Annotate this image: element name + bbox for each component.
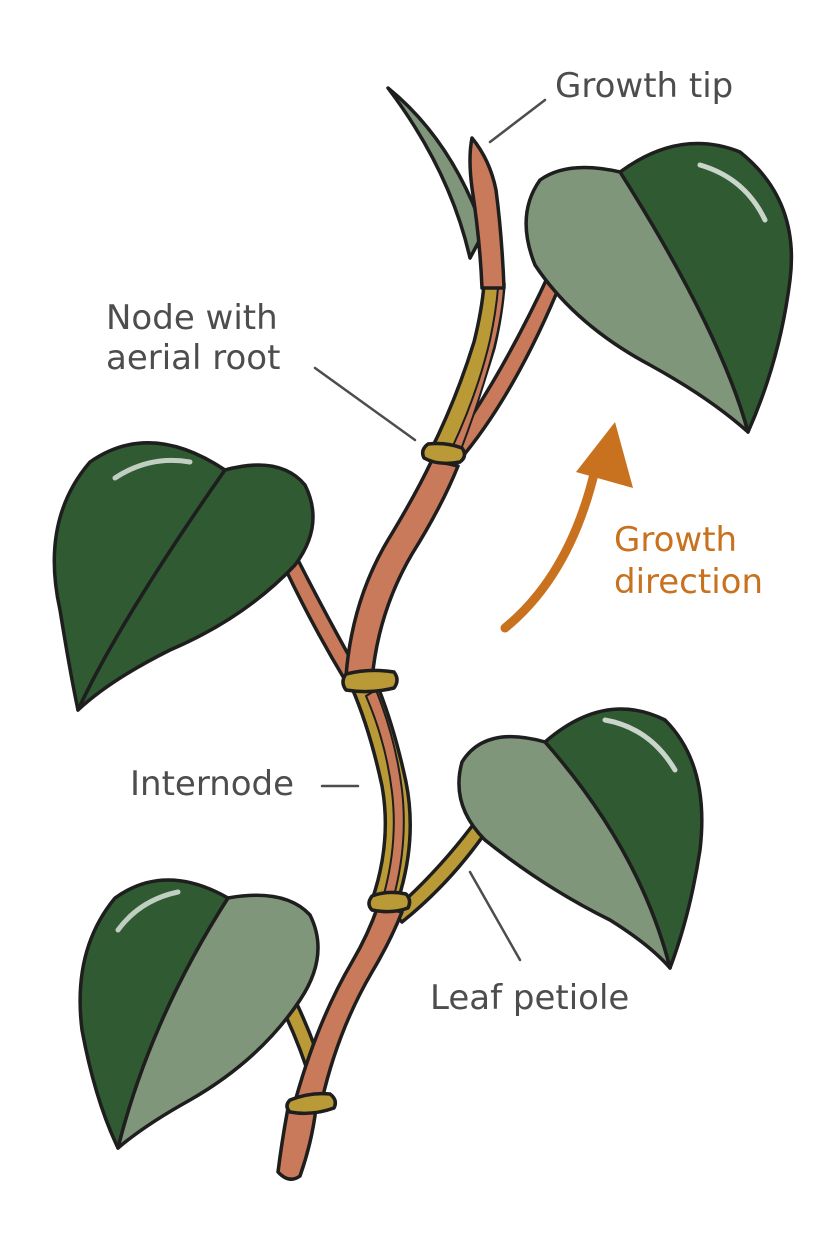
stem-segment-bottom — [276, 1106, 318, 1181]
leaf-lower-right-light-half — [457, 734, 672, 970]
leaf-lower-right — [457, 707, 704, 970]
node-aerial-root-top — [420, 441, 467, 466]
growth-direction-arrow-shaft — [500, 465, 600, 633]
label-leaf-petiole: Leaf petiole — [430, 978, 630, 1018]
leader-line-growth-tip — [488, 98, 547, 144]
leaf-bottom-left — [78, 878, 320, 1150]
growth-tip-shoot — [468, 136, 506, 290]
leaf-mid-left-front — [76, 463, 315, 712]
label-node-line1: Node with — [106, 298, 278, 338]
growth-tip-sheath-leaf — [386, 86, 486, 260]
node-lower — [367, 890, 412, 914]
node-bottom — [285, 1091, 338, 1116]
label-internode: Internode — [130, 764, 295, 804]
leaf-top-right-light-half — [524, 165, 750, 434]
leader-line-node — [313, 366, 417, 442]
label-growth-line2: direction — [614, 562, 763, 602]
node-upper — [341, 668, 399, 694]
label-growth-line1: Growth — [614, 520, 738, 560]
label-node-line2: aerial root — [106, 338, 281, 378]
label-growth-tip: Growth tip — [555, 66, 734, 106]
leaf-mid-left-highlight — [112, 457, 193, 481]
leaf-top-right — [524, 141, 794, 434]
leaf-mid-left — [52, 441, 315, 712]
leaf-lower-right-highlight — [602, 717, 678, 773]
growth-direction-arrow-head — [576, 422, 633, 488]
stem-segment-lower-internode — [294, 904, 404, 1102]
leaf-bottom-left-highlight — [115, 889, 181, 933]
stem-segment-upper — [344, 458, 460, 682]
leader-line-petiole — [468, 870, 522, 962]
leaf-top-right-highlight — [697, 162, 768, 223]
leaf-bottom-left-light-half — [116, 893, 320, 1150]
